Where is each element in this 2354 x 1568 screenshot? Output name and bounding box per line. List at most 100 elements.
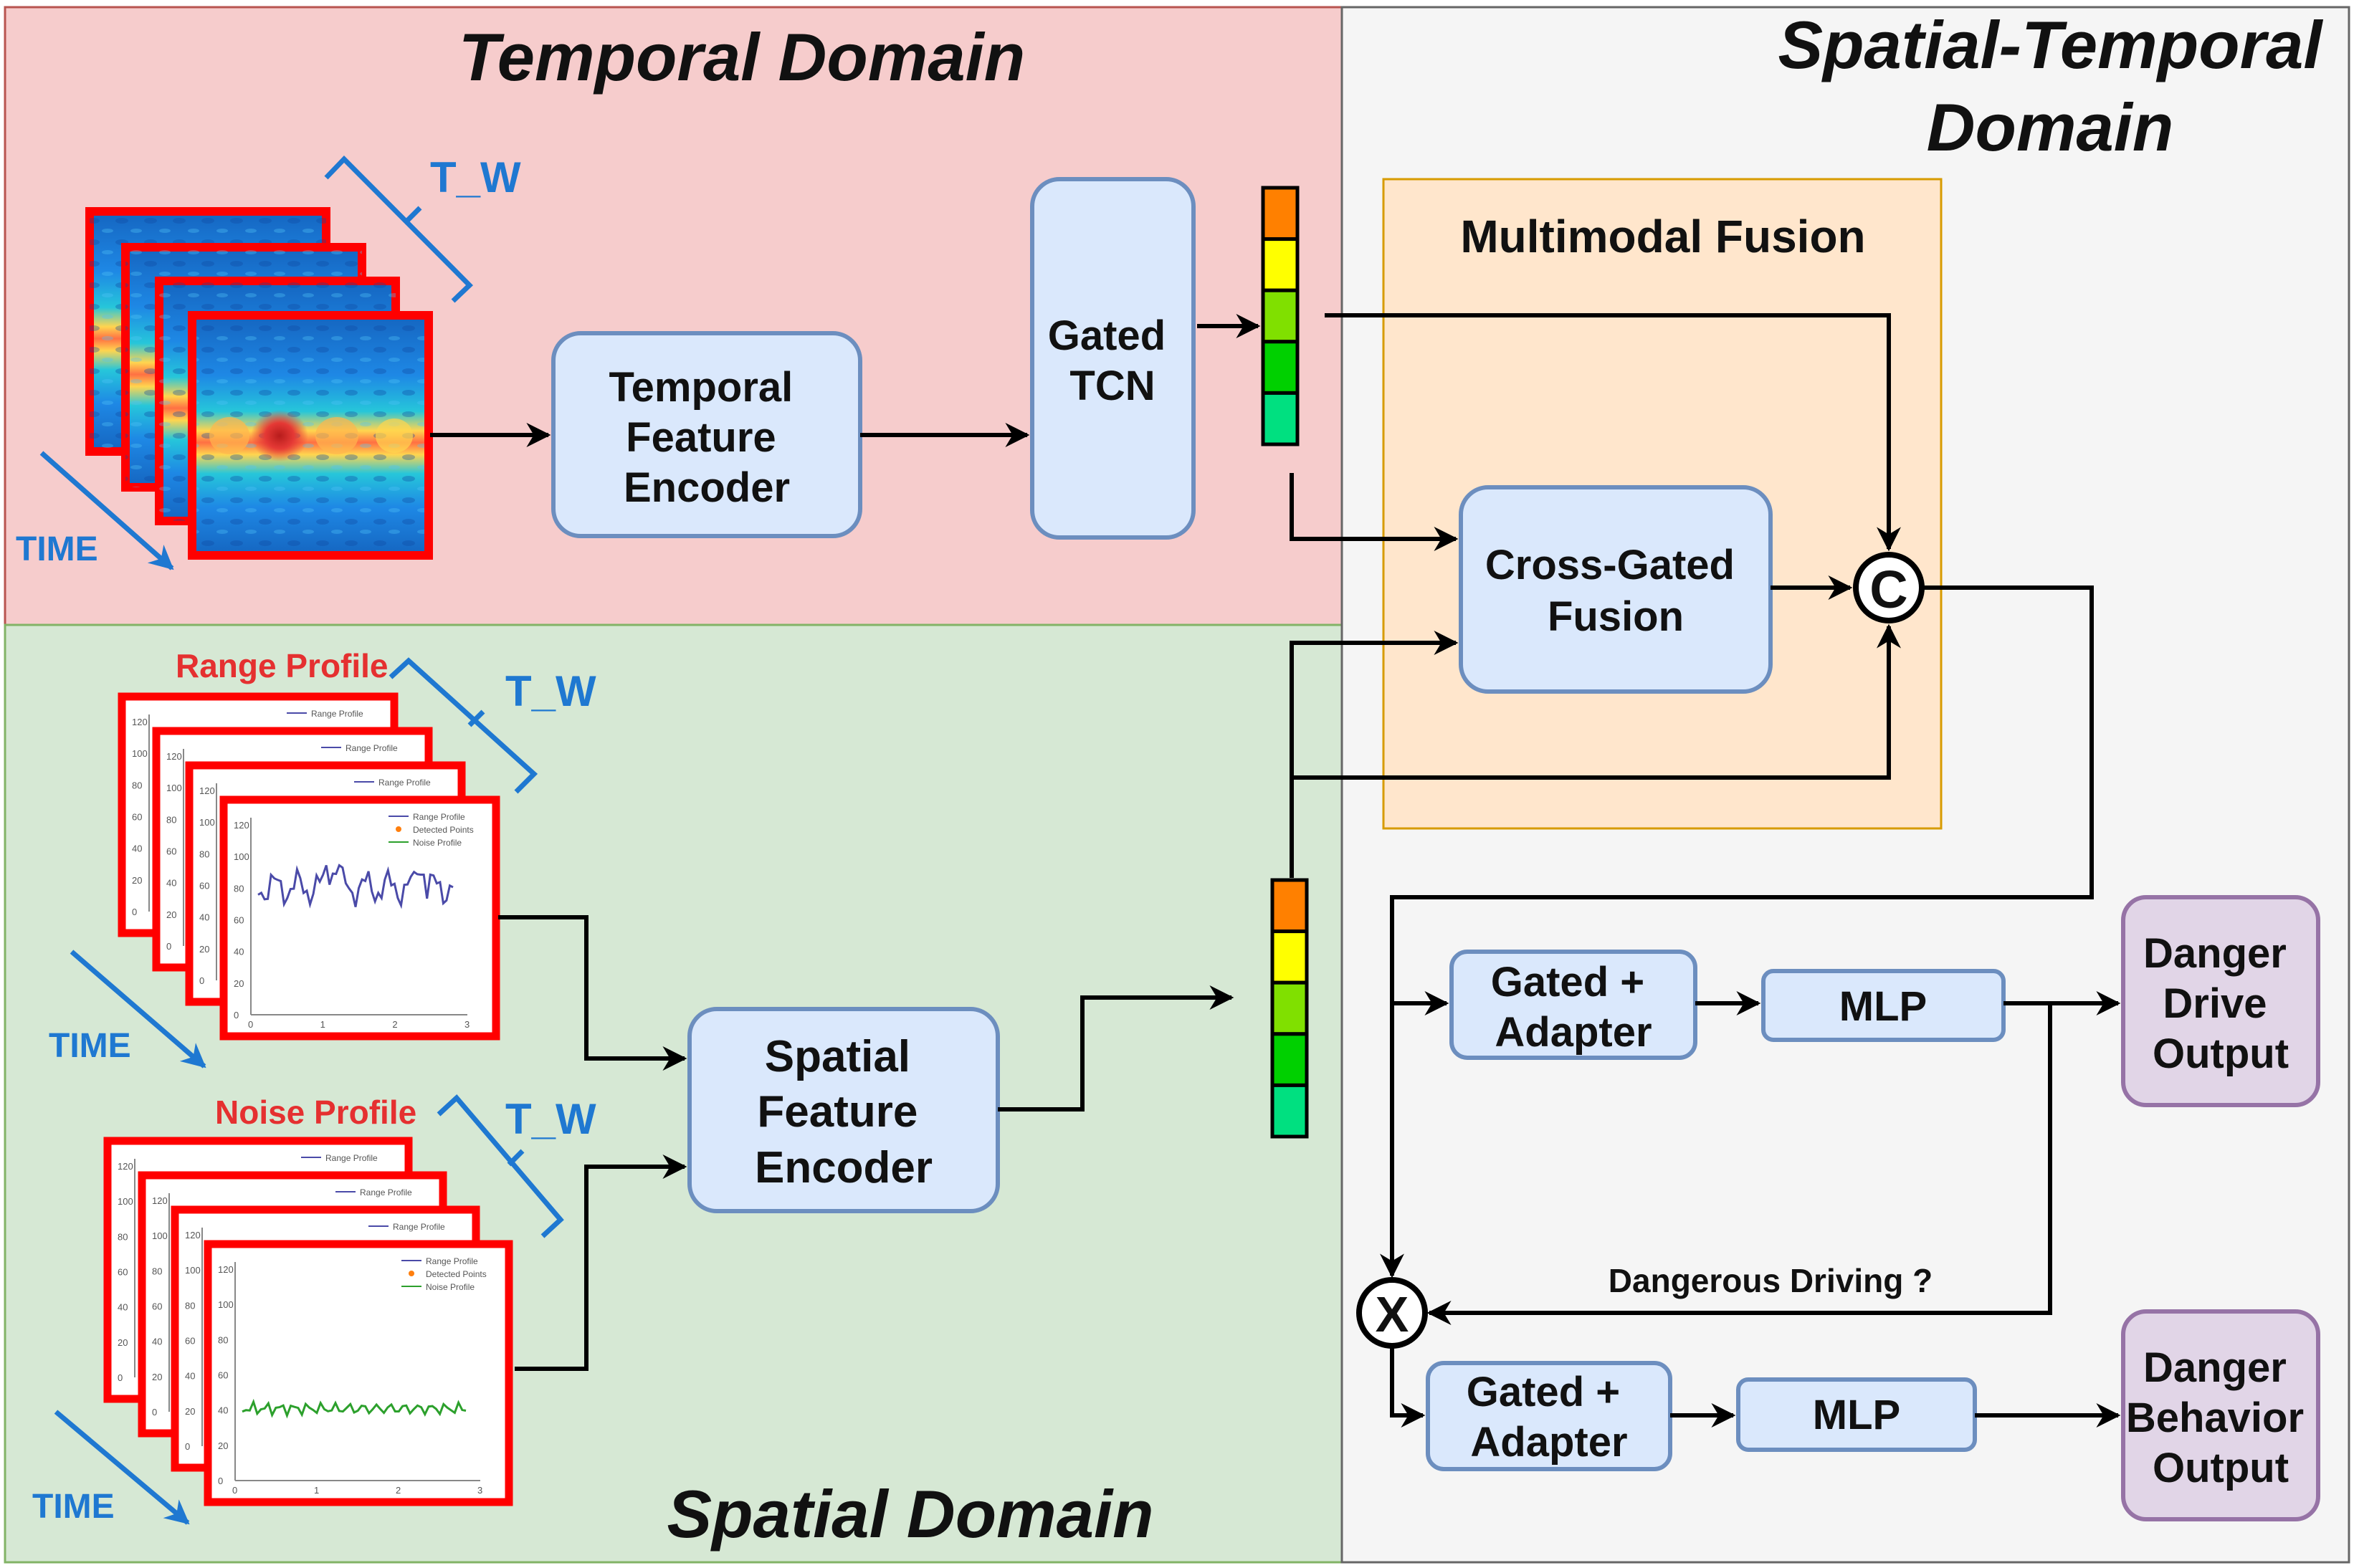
plot-y-tick: 60 (199, 881, 209, 891)
temporal-encoder-line2: Feature (626, 414, 776, 461)
tw-bracket-noise (437, 1094, 564, 1238)
vector-cell (1261, 237, 1300, 292)
legend-dot (396, 826, 401, 832)
noise-profile-label: Noise Profile (215, 1094, 416, 1131)
legend-noise-profile: Noise Profile (413, 838, 462, 848)
connectors (430, 313, 2121, 1428)
range-profile-label: Range Profile (176, 647, 389, 684)
plot-x-tick: 3 (477, 1485, 482, 1496)
concat-operator: C (1853, 552, 1925, 623)
plot-y-tick: 100 (118, 1196, 133, 1207)
legend-dot (409, 1271, 414, 1276)
plot-y-tick: 100 (152, 1230, 168, 1241)
danger-behavior-output-box: Danger Behavior Output (2121, 1309, 2320, 1521)
plot-y-tick: 80 (199, 848, 209, 859)
plot-y-tick: 0 (166, 941, 171, 952)
plot-y-tick: 120 (218, 1264, 234, 1275)
plot-y-tick: 120 (234, 820, 249, 831)
mlp-box-1: MLP (1761, 969, 2006, 1042)
cross-gated-line2: Fusion (1548, 593, 1684, 640)
gated-adapter-2-line1: Gated + (1467, 1369, 1620, 1415)
mlp-2-label: MLP (1813, 1392, 1900, 1438)
vector-cell (1270, 1083, 1309, 1139)
plot-y-tick: 100 (166, 783, 182, 793)
plot-y-tick: 80 (218, 1334, 228, 1345)
tw-bracket-range (389, 657, 538, 794)
tw-label-range: T_W (505, 667, 596, 715)
gated-adapter-box-2: Gated + Adapter (1426, 1361, 1672, 1471)
plot-y-tick: 0 (185, 1441, 190, 1452)
spatial-encoder-line2: Feature (757, 1087, 918, 1137)
time-label-noise: TIME (32, 1488, 115, 1526)
behavior-output-line3: Output (2153, 1445, 2289, 1491)
edge-spatial-vector-to-concat (1292, 623, 1901, 780)
spatial-domain-title: Spatial Domain (667, 1476, 1153, 1552)
plot-y-tick: 40 (234, 947, 244, 957)
plot-y-tick: 40 (218, 1405, 228, 1416)
edge-temporal-vector-to-cross-gated (1290, 473, 1459, 551)
plot-x-tick: 0 (248, 1019, 253, 1030)
plot-y-tick: 100 (185, 1265, 201, 1276)
plot-y-tick: 100 (132, 748, 148, 759)
danger-drive-output-box: Danger Drive Output (2121, 895, 2320, 1107)
plot-y-tick: 20 (132, 875, 142, 886)
noise-profile-curve (242, 1398, 467, 1419)
spatial-feature-vector (1270, 878, 1309, 1139)
spatiotemporal-domain-title-line2: Domain (1927, 90, 2174, 165)
plot-y-tick: 100 (218, 1299, 234, 1310)
temporal-feature-vector (1261, 186, 1300, 446)
drive-output-line3: Output (2153, 1031, 2289, 1077)
gated-adapter-box-1: Gated + Adapter (1449, 950, 1697, 1060)
plot-y-tick: 60 (185, 1336, 195, 1347)
time-arrow-temporal (39, 451, 174, 570)
multiply-operator: X (1356, 1277, 1428, 1349)
gated-adapter-1-line2: Adapter (1495, 1009, 1652, 1056)
plot-y-tick: 0 (152, 1407, 157, 1418)
vector-cell (1261, 288, 1300, 344)
plot-y-tick: 60 (152, 1301, 162, 1312)
plot-y-tick: 120 (152, 1195, 168, 1206)
multiply-symbol: X (1376, 1286, 1409, 1342)
legend-detected-points: Detected Points (426, 1269, 487, 1279)
plot-border (204, 1240, 513, 1506)
plot-y-tick: 60 (118, 1267, 128, 1278)
gated-tcn-line1: Gated (1048, 312, 1166, 359)
plot-x-tick: 3 (464, 1019, 470, 1030)
svg-text:Danger Behavior Ou: Danger Behavior Output (2126, 1344, 2315, 1491)
time-label-temporal: TIME (16, 530, 98, 568)
tw-bracket-temporal (324, 155, 473, 303)
mlp-box-2: MLP (1736, 1377, 1977, 1452)
plot-x-tick: 0 (232, 1485, 237, 1496)
vector-cell (1270, 878, 1309, 934)
legend-detected-points: Detected Points (413, 825, 474, 835)
svg-text:Danger Drive Outpu: Danger Drive Output (2143, 930, 2298, 1077)
plot-y-tick: 0 (199, 975, 204, 986)
svg-text:Spatial Feature En: Spatial Feature Encoder (755, 1032, 933, 1192)
plot-y-tick: 60 (166, 846, 176, 857)
gated-adapter-1-line1: Gated + (1491, 959, 1644, 1005)
plot-y-tick: 40 (132, 843, 142, 854)
plot-y-tick: 120 (118, 1161, 133, 1172)
plot-y-tick: 20 (218, 1440, 228, 1451)
plot-y-tick: 100 (199, 817, 215, 828)
cross-gated-fusion-box: Cross-Gated Fusion (1459, 485, 1773, 694)
plot-y-tick: 80 (152, 1266, 162, 1276)
legend-range-profile: Range Profile (413, 812, 465, 822)
vector-cell (1261, 186, 1300, 242)
plot-y-tick: 40 (199, 912, 209, 923)
legend-range-profile: Range Profile (346, 743, 398, 753)
plot-y-tick: 60 (234, 915, 244, 926)
plot-x-tick: 1 (314, 1485, 319, 1496)
heatmap-stack (85, 207, 433, 560)
plot-y-tick: 80 (185, 1300, 195, 1311)
svg-text:Cross-Gated Fusion: Cross-Gated Fusion (1485, 542, 1746, 640)
plot-y-tick: 60 (218, 1370, 228, 1381)
spatial-encoder-line3: Encoder (755, 1143, 933, 1192)
plot-y-tick: 20 (152, 1372, 162, 1382)
spatial-feature-encoder-box: Spatial Feature Encoder (687, 1007, 1000, 1213)
plot-y-tick: 80 (132, 780, 142, 790)
tw-label-noise: T_W (505, 1095, 596, 1143)
svg-text:Gated TCN: Gated TCN (1048, 312, 1178, 409)
